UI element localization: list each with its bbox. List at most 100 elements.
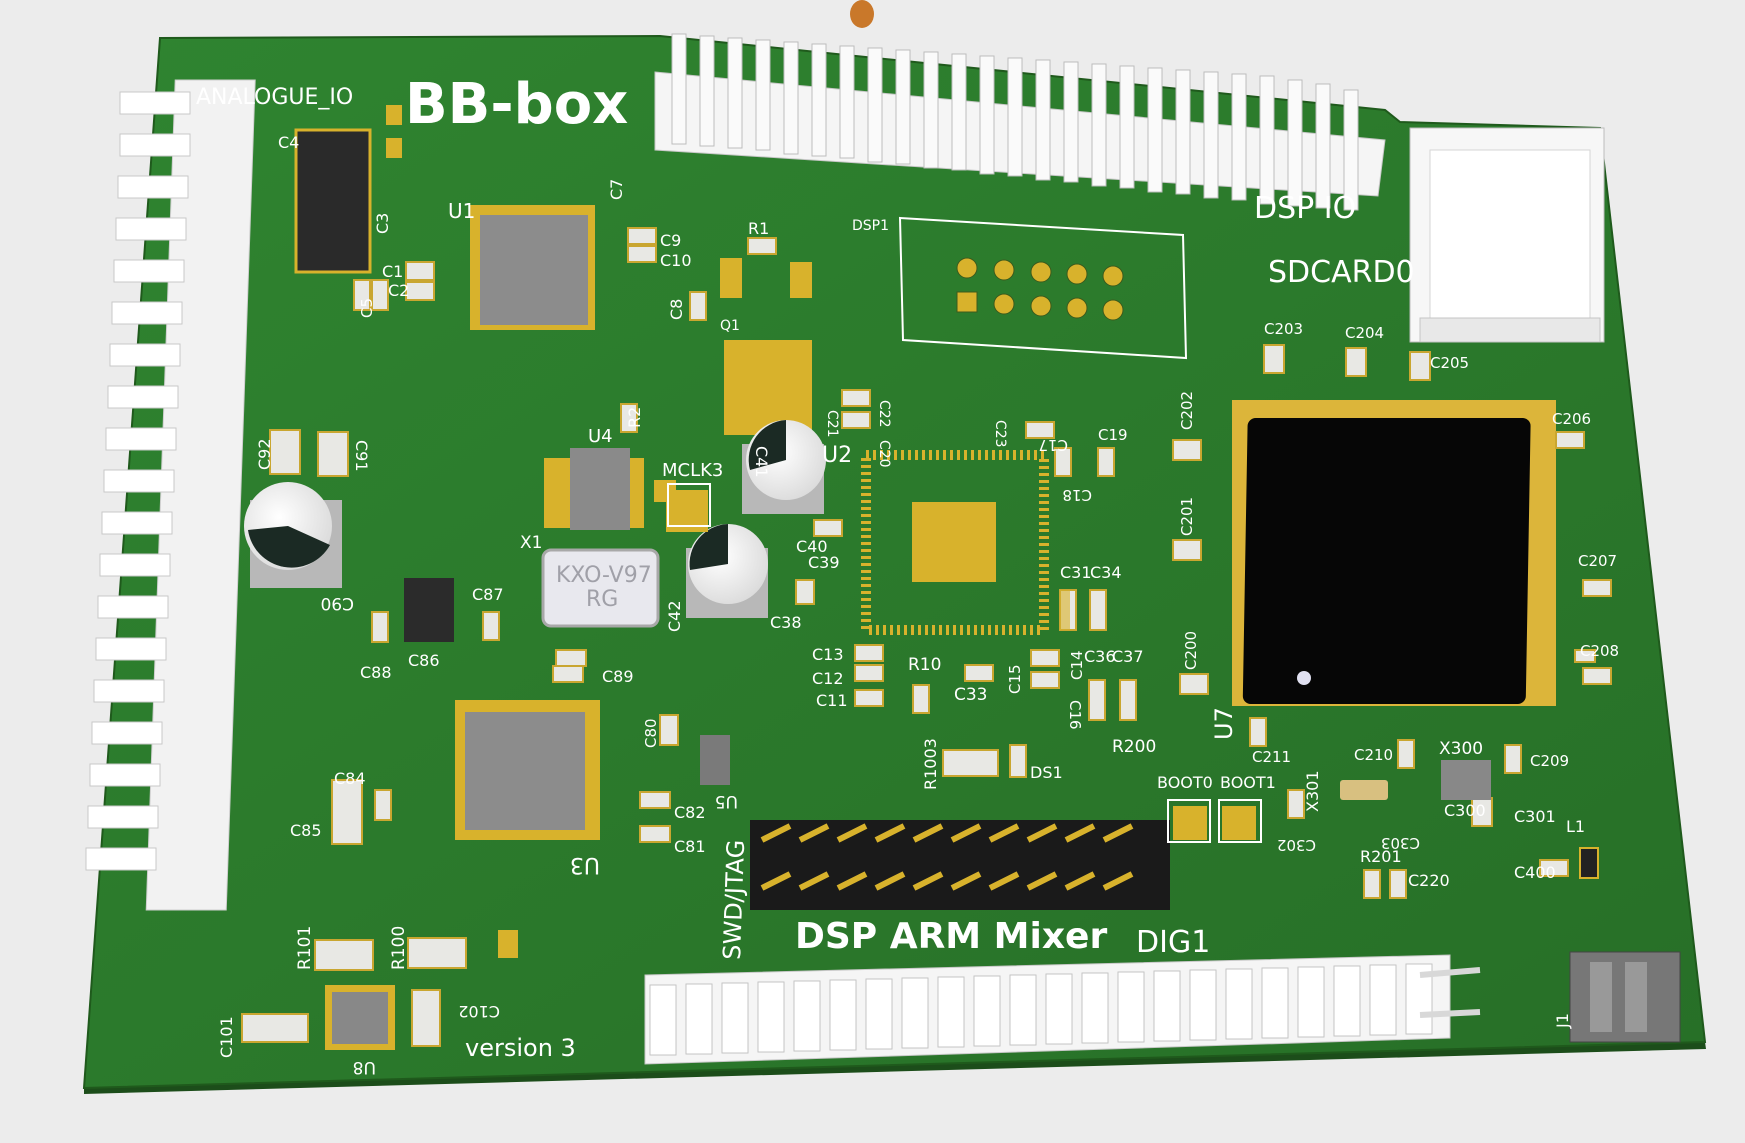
ref-c211: C211 [1252,748,1291,766]
ref-c201: C201 [1178,497,1196,536]
ref-c37: C37 [1112,647,1144,666]
ref-q1: Q1 [720,318,740,334]
chip-u5 [700,735,730,785]
ref-c202: C202 [1178,391,1196,430]
ref-c89: C89 [602,667,634,686]
ref-c2: C2 [388,281,409,300]
sdcard-label: SDCARD0 [1268,255,1415,290]
ref-c5: C5 [358,298,376,318]
crystal-text-2: RG [586,587,618,612]
ref-c36: C36 [1084,647,1116,666]
ref-c23: C23 [992,420,1008,448]
ref-c10: C10 [660,251,692,270]
mcu-u7 [1232,400,1556,706]
ref-u8: U8 [353,1057,376,1077]
electrolytic-capacitors [244,420,826,618]
dsp-io-header [654,33,1386,211]
crystal-x301 [1340,780,1388,800]
ref-c16: C16 [1066,700,1084,730]
boot0-testpoint [1167,799,1211,843]
analog-io-label: ANALOGUE_IO [196,85,353,110]
ref-c18: C18 [1062,486,1092,504]
ref-r200: R200 [1112,737,1156,757]
ref-c39: C39 [808,553,840,572]
ref-c7: C7 [607,179,626,200]
ref-c207: C207 [1578,552,1617,570]
ref-c22: C22 [876,400,892,428]
ref-c14: C14 [1068,650,1086,680]
ref-c9: C9 [660,231,681,250]
left-pin-header [85,79,256,911]
ref-u1: U1 [448,199,475,223]
chip-u1 [470,205,595,330]
crystal-x300 [1441,760,1491,800]
boot1-testpoint [1218,799,1262,843]
chip-u3 [455,700,600,840]
ref-c20: C20 [876,440,892,468]
bottom-title: DSP ARM Mixer [795,916,1107,957]
ref-c1: C1 [382,262,403,281]
ref-c302: C302 [1277,836,1316,854]
ref-c101: C101 [217,1016,236,1058]
ref-r10: R10 [908,655,941,675]
ref-c84: C84 [334,769,366,788]
ref-c203: C203 [1264,320,1303,338]
ref-c220: C220 [1408,871,1450,890]
transistor-q1 [720,258,812,435]
crystal-x1 [541,548,660,628]
ref-c42: C42 [665,600,684,632]
dsp-io-label: DSP IO [1254,191,1356,226]
chip-u4 [544,448,644,530]
ref-c41: C41 [752,446,771,478]
ref-c209: C209 [1530,752,1569,770]
ref-c15: C15 [1006,664,1024,694]
mclk-testpoint [667,483,711,527]
x300-label: X300 [1439,739,1483,759]
bottom-pin-header [644,954,1481,1065]
board-title: BB-box [405,72,628,137]
connector-j1 [1569,951,1681,1043]
ref-c85: C85 [290,821,322,840]
ref-c31: C31 [1060,563,1092,582]
ref-c33: C33 [954,685,988,705]
ref-c21: C21 [824,410,840,438]
ref-c38: C38 [770,613,802,632]
ref-r1: R1 [748,219,769,238]
diode-c6 [294,128,372,274]
ref-c4-top: C4 [278,133,299,152]
ref-c40: C40 [796,537,828,556]
ref-c87: C87 [472,585,504,604]
ref-c80: C80 [642,718,660,748]
ref-ds1: DS1 [1030,763,1063,782]
ref-r1003: R1003 [921,738,940,790]
mclk-label: MCLK3 [662,460,723,481]
swd-jtag-label: SWD/JTAG [718,839,750,960]
j1-label: J1 [1553,1013,1572,1029]
ref-r2: R2 [625,407,644,428]
chip-u8 [325,985,395,1050]
version-label: version 3 [465,1034,576,1062]
sdcard-socket [1409,127,1605,343]
ref-c90: C90 [320,593,354,613]
chip-dsp [861,450,1049,635]
ref-c200: C200 [1182,631,1200,670]
ref-c81: C81 [674,837,706,856]
ref-c206: C206 [1552,410,1591,428]
ref-c208: C208 [1580,642,1619,660]
ref-c17: C17 [1038,436,1068,454]
ref-c11: C11 [816,691,848,710]
ref-r100: R100 [389,926,409,970]
ref-c204: C204 [1345,324,1384,342]
x1-label: X1 [520,533,542,553]
ref-r101: R101 [295,926,315,970]
swd-jtag-header [750,820,1170,910]
ref-c210: C210 [1354,746,1393,764]
ref-c205: C205 [1430,354,1469,372]
l1-label: L1 [1566,817,1585,836]
dsp1-label: DSP1 [852,218,889,234]
ref-u4: U4 [588,426,613,447]
ref-c34: C34 [1090,563,1122,582]
dig1-label: DIG1 [1136,925,1210,960]
